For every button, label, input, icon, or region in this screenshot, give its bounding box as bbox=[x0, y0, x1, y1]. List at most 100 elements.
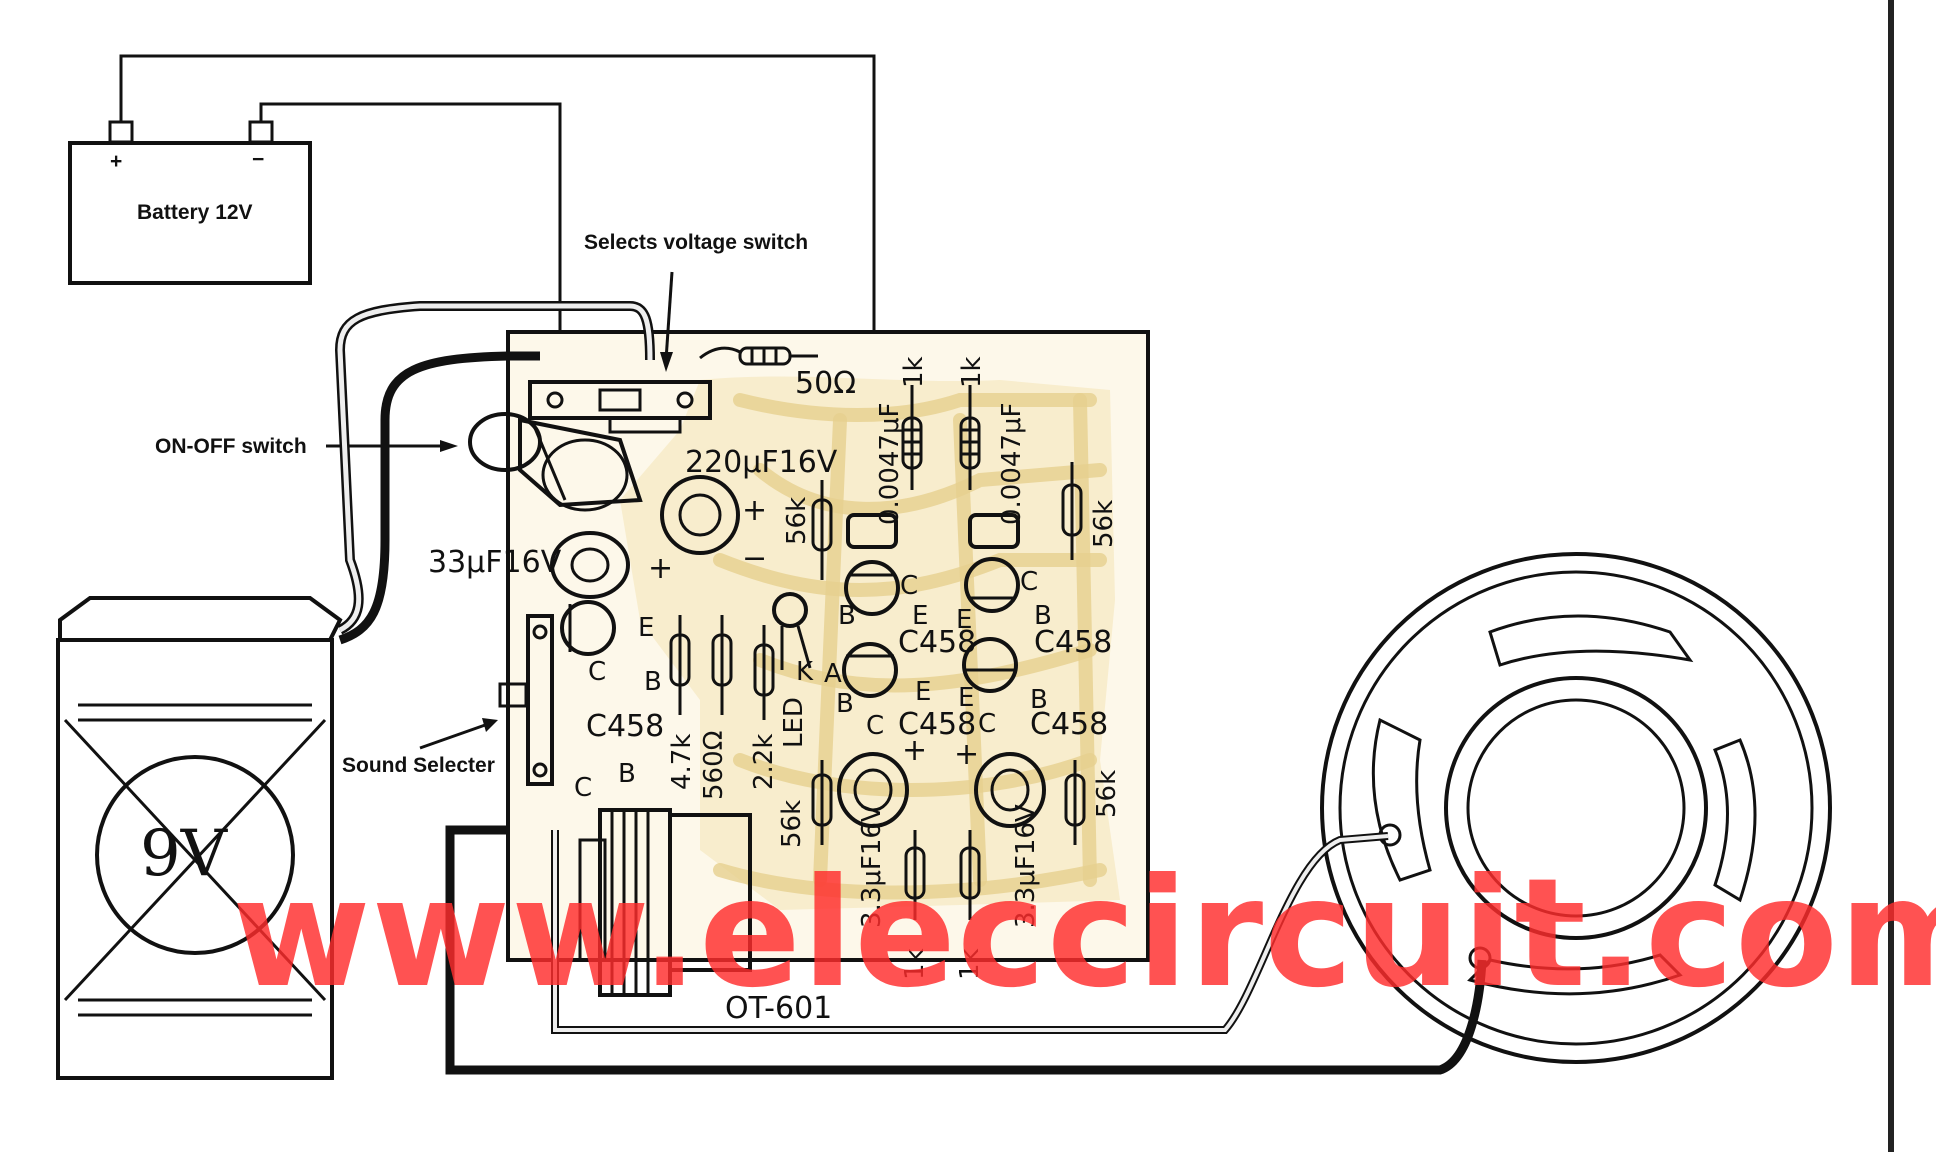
transistor-3-label: C458 bbox=[586, 709, 664, 744]
voltage-pointer-arrowhead bbox=[660, 352, 673, 372]
capacitor-3-3uf-left bbox=[837, 752, 909, 828]
capacitor-33uf-plus: + bbox=[648, 551, 673, 586]
wire-9v-black bbox=[338, 351, 540, 645]
resistor-1k-top-left-label: 1k bbox=[899, 356, 929, 388]
page-edge bbox=[1888, 0, 1894, 1152]
battery-9v-label: 9V bbox=[140, 817, 229, 891]
sound-selector-pointer bbox=[419, 722, 489, 750]
resistor-4-7k-label: 4.7k bbox=[667, 734, 697, 790]
resistor-56k-lower-right-label: 56k bbox=[1092, 770, 1122, 818]
battery-minus-sign: − bbox=[252, 148, 264, 171]
transistor-c458-3 bbox=[560, 600, 616, 656]
capacitor-0047-right bbox=[968, 513, 1020, 549]
battery-9v bbox=[56, 596, 343, 1080]
transistor-c458-2 bbox=[964, 557, 1020, 613]
transistor-4-label: C458 bbox=[898, 707, 976, 742]
capacitor-3-3uf-right-label: 3.3μF16V bbox=[1011, 804, 1041, 928]
transistor-c458-5 bbox=[962, 637, 1018, 693]
wire-speaker-black bbox=[445, 825, 1487, 1075]
transformer-ot601 bbox=[578, 808, 752, 997]
resistor-1k-lower-right bbox=[959, 830, 981, 920]
transistor-3-pin-e: E bbox=[638, 613, 654, 643]
resistor-1k-lower-left bbox=[904, 830, 926, 920]
resistor-560ohm-label: 560Ω bbox=[699, 731, 729, 801]
battery-plus-sign: + bbox=[110, 150, 122, 173]
capacitor-3-3uf-left-label: 3.3μF16V bbox=[857, 804, 887, 928]
sound-selector-arrowhead bbox=[482, 718, 498, 732]
transistor-4-pin-e: E bbox=[915, 677, 931, 707]
capacitor-0047-left-label: 0.0047μF bbox=[875, 403, 905, 525]
sound-selector-switch bbox=[498, 614, 554, 786]
resistor-1k-top-left bbox=[901, 385, 923, 490]
resistor-50ohm bbox=[699, 346, 818, 366]
resistor-1k-lower-left-label: 1k bbox=[900, 948, 930, 980]
capacitor-220uf-label: 220μF16V bbox=[685, 445, 838, 480]
resistor-1k-top-right-label: 1k bbox=[957, 356, 987, 388]
battery-negative-terminal bbox=[248, 120, 274, 144]
wire-battery-negative bbox=[259, 102, 562, 355]
wire-battery-positive bbox=[119, 54, 876, 360]
transistor-4-pin-c: C bbox=[866, 711, 884, 741]
transistor-4-pin-b: B bbox=[836, 689, 854, 719]
capacitor-220uf-plus: + bbox=[742, 493, 767, 528]
battery-12v: + − Battery 12V bbox=[68, 120, 312, 285]
resistor-56k-lower-left-label: 56k bbox=[777, 800, 807, 848]
sound-selector-label: Sound Selecter bbox=[342, 754, 495, 777]
transistor-3-pin-b: B bbox=[644, 667, 662, 697]
capacitor-3-3uf-right bbox=[974, 752, 1046, 828]
on-off-switch bbox=[468, 412, 643, 512]
watermark: www.eleccircuit.com bbox=[232, 847, 1936, 1021]
resistor-4-7k bbox=[669, 615, 691, 715]
resistor-56k-lower-right bbox=[1064, 760, 1086, 845]
resistor-1k-lower-right-label: 1k bbox=[955, 948, 985, 980]
handwritten-b-mark: B bbox=[618, 759, 636, 789]
transistor-5-pin-e: E bbox=[958, 683, 974, 713]
transistor-1-label: C458 bbox=[898, 625, 976, 660]
led bbox=[772, 592, 812, 670]
resistor-56k-lower-left bbox=[811, 760, 833, 845]
led-pin-a: A bbox=[824, 659, 842, 689]
transistor-1-pin-c: C bbox=[900, 571, 918, 601]
capacitor-220uf bbox=[660, 475, 740, 555]
resistor-56k-upper-right bbox=[1061, 462, 1083, 560]
capacitor-33uf bbox=[550, 531, 630, 599]
transistor-2-pin-b: B bbox=[1034, 601, 1052, 631]
capacitor-0047-left bbox=[846, 513, 898, 549]
transistor-1-pin-e: E bbox=[912, 601, 928, 631]
resistor-560ohm bbox=[711, 615, 733, 715]
transistor-2-pin-e: E bbox=[956, 605, 972, 635]
capacitor-3-3uf-right-plus: + bbox=[954, 737, 979, 772]
transistor-c458-4 bbox=[842, 642, 898, 698]
transformer-label: OT-601 bbox=[725, 991, 832, 1026]
pcb-board bbox=[506, 330, 1150, 962]
transistor-1-pin-b: B bbox=[838, 601, 856, 631]
resistor-56k-upper-right-label: 56k bbox=[1089, 500, 1119, 548]
resistor-56k-upper-left-label: 56k bbox=[782, 497, 812, 545]
on-off-label: ON-OFF switch bbox=[155, 435, 307, 458]
transistor-5-pin-c: C bbox=[978, 709, 996, 739]
led-pin-k: K bbox=[796, 657, 814, 687]
led-label: LED bbox=[779, 697, 809, 748]
transistor-c458-1 bbox=[844, 560, 900, 616]
transistor-5-label: C458 bbox=[1030, 707, 1108, 742]
capacitor-3-3uf-left-plus: + bbox=[902, 733, 927, 768]
transistor-2-pin-c: C bbox=[1020, 567, 1038, 597]
voltage-switch-pointer bbox=[664, 271, 674, 361]
battery-label: Battery 12V bbox=[137, 201, 253, 224]
capacitor-220uf-minus: − bbox=[742, 541, 767, 576]
resistor-1k-top-right bbox=[959, 385, 981, 490]
speaker bbox=[1320, 552, 1832, 1064]
resistor-56k-upper-left bbox=[811, 480, 833, 580]
on-off-arrowhead bbox=[440, 440, 458, 452]
resistor-50ohm-label: 50Ω bbox=[795, 366, 856, 401]
wire-9v-gray-inner bbox=[337, 303, 653, 633]
transistor-2-label: C458 bbox=[1034, 625, 1112, 660]
transistor-5-pin-b: B bbox=[1030, 685, 1048, 715]
resistor-2-2k-label: 2.2k bbox=[749, 734, 779, 790]
resistor-2-2k bbox=[753, 625, 775, 720]
voltage-select-switch bbox=[528, 380, 712, 434]
capacitor-0047-right-label: 0.0047μF bbox=[997, 403, 1027, 525]
handwritten-c-mark: C bbox=[574, 773, 592, 803]
transistor-3-pin-c: C bbox=[588, 657, 606, 687]
battery-positive-terminal bbox=[108, 120, 134, 144]
